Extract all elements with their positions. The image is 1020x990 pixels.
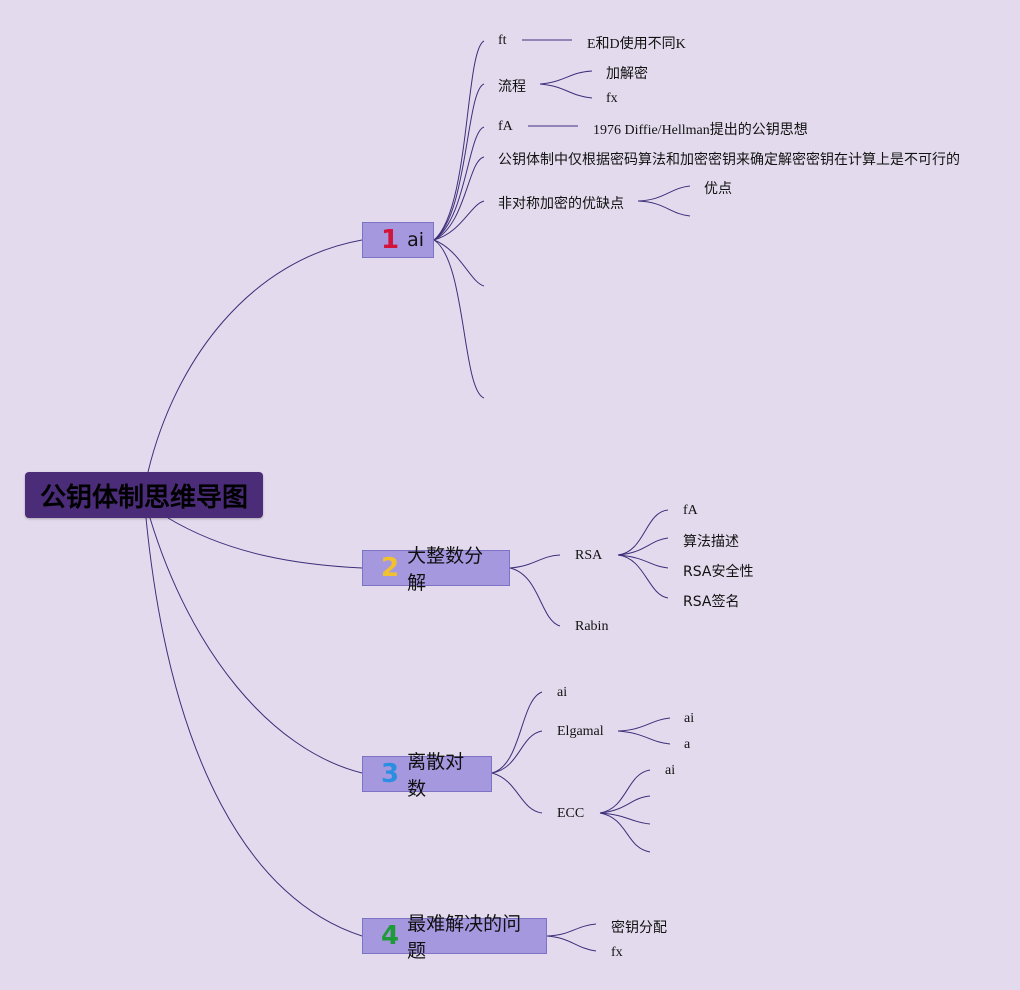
connector-b1-fa — [433, 126, 485, 241]
connector-rsa-3 — [617, 554, 669, 569]
branch-4-label: 最难解决的问题 — [407, 913, 522, 962]
branch-1-label: ai — [407, 229, 425, 251]
b1-fa-sub[interactable]: 1976 Diffie/Hellman提出的公钥思想 — [593, 123, 808, 138]
connector-rsa-2 — [617, 537, 669, 556]
connector-b3-ai — [491, 691, 543, 774]
connector-b1-proscons — [433, 200, 485, 241]
b1-child-fa[interactable]: fA — [498, 119, 513, 134]
b3-child-ecc[interactable]: ECC — [557, 806, 585, 821]
b1-proscons-sub-pros[interactable]: 优点 — [704, 181, 732, 197]
b3-elgamal-sub-a[interactable]: a — [684, 737, 691, 752]
connector-b4-2 — [546, 935, 597, 952]
b1-child-ft[interactable]: ft — [498, 33, 507, 48]
b2-rsa-sub-algorithm[interactable]: 算法描述 — [683, 534, 739, 550]
connector-root-branch3 — [149, 517, 363, 774]
branch-4[interactable]: 4 最难解决的问题 — [362, 913, 547, 962]
b2-rsa-sub-fa[interactable]: fA — [683, 503, 698, 518]
connector-root-branch1 — [147, 239, 363, 473]
branch-3-label: 离散对数 — [407, 751, 465, 800]
connector-root-branch4 — [145, 517, 363, 937]
number-2-badge: 2 — [381, 553, 400, 583]
connector-b2-rsa — [509, 554, 561, 569]
branch-3[interactable]: 3 离散对数 — [362, 751, 492, 800]
connector-rsa-1 — [617, 509, 669, 556]
connector-rsa-4 — [617, 554, 669, 599]
b4-child-key-distribution[interactable]: 密钥分配 — [611, 920, 667, 936]
connector-b1-empty1 — [433, 239, 485, 287]
b1-ft-sub[interactable]: E和D使用不同K — [587, 37, 686, 52]
connector-elgamal-1 — [617, 717, 671, 732]
connector-b2-rabin — [509, 567, 561, 627]
b3-ecc-sub-ai[interactable]: ai — [665, 763, 676, 778]
connector-b1-empty2 — [433, 239, 485, 399]
branch-2[interactable]: 2 大整数分解 — [362, 545, 510, 594]
b3-child-ai[interactable]: ai — [557, 685, 568, 700]
number-4-badge: 4 — [381, 921, 400, 951]
b1-process-sub-encrypt[interactable]: 加解密 — [606, 66, 648, 82]
b1-child-process[interactable]: 流程 — [498, 79, 526, 95]
connector-b1-ft — [433, 40, 485, 241]
connector-root-branch2 — [167, 517, 363, 569]
b2-rsa-sub-security[interactable]: RSA安全性 — [683, 564, 754, 580]
connector-b4-1 — [546, 923, 597, 937]
b2-child-rabin[interactable]: Rabin — [575, 619, 609, 634]
b3-child-elgamal[interactable]: Elgamal — [557, 724, 604, 739]
branch-1[interactable]: 1 ai — [362, 222, 434, 258]
connector-ecc-4 — [599, 812, 651, 853]
b1-process-sub-fx[interactable]: fx — [606, 91, 618, 106]
connector-b3-elgamal — [491, 730, 543, 774]
connector-proscons-sub1 — [637, 185, 691, 202]
b4-child-fx[interactable]: fx — [611, 945, 623, 960]
branch-2-label: 大整数分解 — [407, 545, 484, 594]
b1-child-statement[interactable]: 公钥体制中仅根据密码算法和加密密钥来确定解密密钥在计算上是不可行的 — [498, 152, 960, 168]
connector-b3-ecc — [491, 772, 543, 814]
connector-proscons-sub2 — [637, 200, 691, 217]
b2-rsa-sub-signature[interactable]: RSA签名 — [683, 594, 740, 610]
b3-elgamal-sub-ai[interactable]: ai — [684, 711, 695, 726]
connector-b1-process — [433, 83, 485, 241]
connector-ecc-2 — [599, 795, 651, 814]
connector-b1-statement — [433, 156, 485, 241]
connector-elgamal-2 — [617, 730, 671, 745]
connector-process-sub2 — [539, 83, 593, 99]
connector-ecc-1 — [599, 769, 651, 814]
number-1-badge: 1 — [381, 225, 400, 255]
root-topic[interactable]: 公钥体制思维导图 — [25, 472, 263, 518]
connector-ecc-3 — [599, 812, 651, 825]
b1-child-proscons[interactable]: 非对称加密的优缺点 — [498, 196, 624, 212]
b2-child-rsa[interactable]: RSA — [575, 548, 603, 563]
connector-process-sub1 — [539, 70, 593, 85]
number-3-badge: 3 — [381, 759, 400, 789]
